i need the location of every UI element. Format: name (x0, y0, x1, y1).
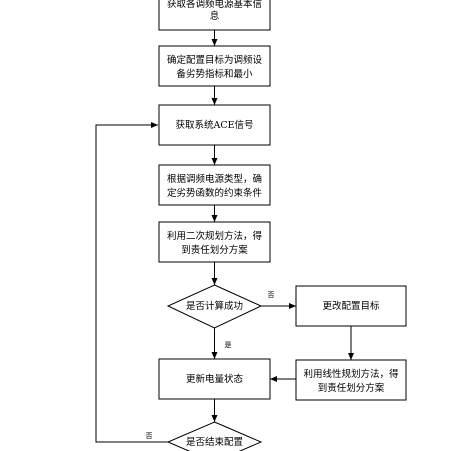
step-set-target-line1: 确定配置目标为调频设 (167, 54, 263, 66)
step-define-constraints-line1: 根据调频电源类型，确 (167, 173, 262, 185)
step-define-constraints-line2: 定劣势函数的约束条件 (167, 187, 263, 199)
step-get-basic-info (158, 0, 271, 31)
step-change-target (295, 285, 407, 327)
label-no-calc: 否 (268, 291, 275, 299)
step-linear-programming-line2: 到责任划分方案 (318, 382, 385, 394)
step-update-state-label: 更新电量状态 (186, 373, 244, 385)
step-linear-programming (295, 359, 407, 401)
label-yes-calc: 是 (225, 341, 232, 349)
decision-calc-success-label: 是否计算成功 (186, 300, 243, 312)
step-get-basic-info-line1: 获取各调频电源基本信 (167, 0, 262, 10)
step-quadratic-programming-line1: 利用二次规划方法，得 (167, 230, 263, 242)
label-no-end: 否 (146, 432, 153, 440)
step-quadratic-programming-line2: 到责任划分方案 (181, 244, 248, 256)
step-get-basic-info-line2: 息 (210, 10, 220, 22)
step-set-target-line2: 备劣势指标和最小 (176, 68, 253, 80)
step-get-ace-signal-label: 获取系统ACE信号 (175, 119, 253, 131)
step-linear-programming-line1: 利用线性规划方法，得 (303, 368, 399, 380)
step-define-constraints (158, 164, 271, 206)
step-quadratic-programming (158, 221, 271, 263)
decision-end-config-label: 是否结束配置 (186, 436, 243, 448)
step-update-state (158, 358, 271, 400)
decision-end-config (166, 421, 263, 451)
step-change-target-label: 更改配置目标 (322, 300, 380, 312)
step-set-target (158, 45, 271, 87)
arrow-loop-back (95, 122, 168, 443)
